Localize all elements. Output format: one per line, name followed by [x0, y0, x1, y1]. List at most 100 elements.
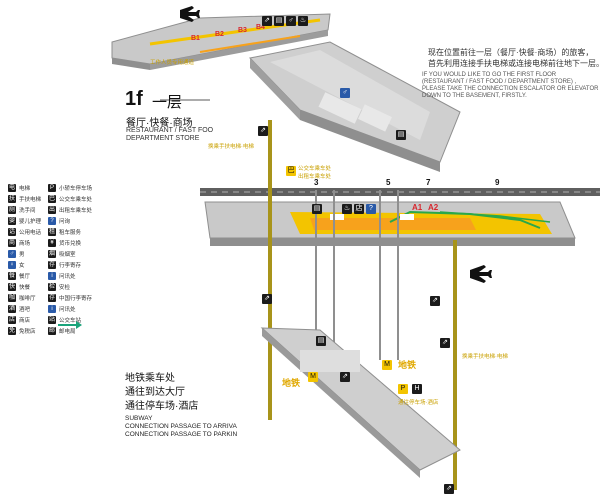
- legend-item: 话公用电话: [8, 228, 41, 236]
- legend-icon: 巴: [48, 195, 56, 203]
- legend-label: 洗手间: [19, 208, 36, 214]
- legend-icon: 站: [48, 316, 56, 324]
- legend-icon: 存: [48, 294, 56, 302]
- restaurant-icon: ♨: [342, 204, 352, 214]
- legend-item: ♂男: [8, 250, 25, 258]
- legend-icon: 租: [48, 228, 56, 236]
- gate-label: B3: [238, 27, 247, 34]
- subway-en-1: SUBWAY: [125, 415, 153, 422]
- legend-item: ?问询: [48, 217, 70, 225]
- escalator-icon: ⇗: [430, 296, 440, 306]
- legend-label: 出租车乘车处: [59, 208, 93, 214]
- legend-label: 咖啡厅: [19, 296, 36, 302]
- roadway: [200, 188, 600, 196]
- legend-item: 商商场: [8, 239, 30, 247]
- legend-item: 烟吸烟室: [48, 250, 76, 258]
- legend-icon: ¥: [48, 239, 56, 247]
- toilet-icon: ♂: [340, 88, 350, 98]
- elevator-icon: ▤: [316, 336, 326, 346]
- legend-label: 货币兑换: [59, 241, 82, 247]
- floor-name: 一层: [152, 94, 183, 111]
- legend-icon: 扶: [8, 195, 16, 203]
- escalator-label: 换乘手扶电梯·电梯: [462, 354, 508, 360]
- legend-label: 小轿车停车场: [59, 186, 93, 192]
- legend-icon: P: [48, 184, 56, 192]
- route-arrow-icon: [58, 321, 82, 329]
- gate-number: 7: [426, 178, 431, 187]
- escalator-icon: ⇗: [444, 484, 454, 494]
- legend-icon: ♂: [8, 250, 16, 258]
- legend-item: 出出租车乘车处: [48, 206, 92, 214]
- legend-label: 快餐: [19, 285, 31, 291]
- note-en-line-4: DOWN TO THE BASEMENT, FIRSTLY.: [422, 93, 527, 99]
- subway-label: 地铁: [282, 378, 301, 388]
- legend-label: 餐厅: [19, 274, 31, 280]
- legend-item: 租租车服务: [48, 228, 81, 236]
- note-cn-line-1: 现在位置前往一层（餐厅·快餐·商场）的旅客，: [428, 48, 594, 57]
- legend-item: 电电梯: [8, 184, 30, 192]
- subway-en-3: CONNECTION PASSAGE TO PARKIN: [125, 431, 238, 438]
- legend-icon: 酒: [8, 305, 16, 313]
- legend-label: 中国行李寄存: [59, 296, 93, 302]
- toilet-icon: ♂: [286, 16, 296, 26]
- legend-icon: 咖: [8, 294, 16, 302]
- parking-icon: P: [398, 384, 408, 394]
- legend-label: 商场: [19, 241, 31, 247]
- legend-icon: 检: [48, 283, 56, 291]
- legend-label: 女: [19, 263, 25, 269]
- legend-label: 公交车站: [59, 318, 82, 324]
- floor-description-en-1: RESTAURANT / FAST FOO: [126, 127, 214, 134]
- subway-icon: M: [308, 372, 318, 382]
- legend-item: 邮邮电局: [48, 327, 76, 335]
- legend-icon: i: [48, 305, 56, 313]
- legend-item: 存中国行李寄存: [48, 294, 92, 302]
- parking-passage-label: 通往停车场·酒店: [398, 400, 439, 406]
- legend-item: 婴婴儿护理: [8, 217, 41, 225]
- legend-item: 餐餐厅: [8, 272, 30, 280]
- legend-item: ♀女: [8, 261, 25, 269]
- airplane-icon: [470, 265, 492, 283]
- hotel-icon: H: [412, 384, 422, 394]
- escalator-icon: ⇗: [262, 294, 272, 304]
- legend-icon: 婴: [8, 217, 16, 225]
- legend-icon: 免: [8, 327, 16, 335]
- escalator-label: 换乘手扶电梯·电梯: [208, 144, 254, 150]
- legend-icon: 存: [48, 261, 56, 269]
- bus-stop-label: 公交车乘车处: [298, 166, 332, 172]
- legend-icon: 厕: [8, 206, 16, 214]
- gate-label: B4: [256, 24, 265, 31]
- legend-icon: i: [48, 272, 56, 280]
- escalator-icon: ⇗: [258, 126, 268, 136]
- legend-icon: 邮: [48, 327, 56, 335]
- legend-label: 安检: [59, 285, 71, 291]
- subway-cn-3: 通往停车场·酒店: [125, 401, 199, 412]
- info-icon: ?: [366, 204, 376, 214]
- legend-label: 男: [19, 252, 25, 258]
- floor-code: 1f: [125, 88, 143, 110]
- legend-item: 快快餐: [8, 283, 30, 291]
- gate-label: B2: [215, 31, 224, 38]
- legend-item: 站公交车站: [48, 316, 81, 324]
- bus-icon: 巴: [286, 166, 296, 176]
- elevator-icon: ▤: [312, 204, 322, 214]
- legend-item: 免免税店: [8, 327, 36, 335]
- legend-icon: 快: [8, 283, 16, 291]
- gate-number: 9: [495, 178, 500, 187]
- legend-label: 邮电局: [59, 329, 76, 335]
- legend-label: 问讯处: [59, 307, 76, 313]
- subway-cn-2: 通往到达大厅: [125, 387, 185, 398]
- legend-item: 店商店: [8, 316, 30, 324]
- legend-icon: 餐: [8, 272, 16, 280]
- subway-cn-1: 地铁乘车处: [125, 373, 175, 384]
- staff-passage-label: 工作人员专用通道: [150, 60, 195, 66]
- subway-en-2: CONNECTION PASSAGE TO ARRIVA: [125, 423, 237, 430]
- departure-hall-platform: [204, 201, 576, 246]
- taxi-stand-label: 出租车乘车处: [298, 174, 332, 180]
- note-en-line-2: (RESTAURANT / FAST FOOD / DEPARTMENT STO…: [422, 79, 577, 85]
- legend-label: 问询: [59, 219, 71, 225]
